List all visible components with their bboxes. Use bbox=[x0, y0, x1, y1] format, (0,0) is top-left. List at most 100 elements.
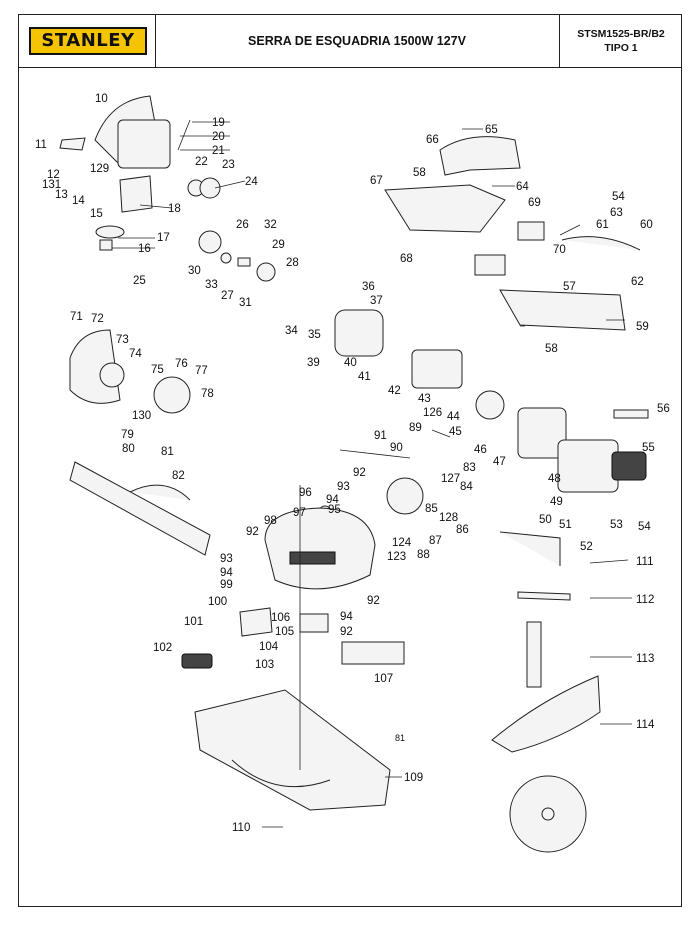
gear-housing-39 bbox=[334, 309, 384, 357]
label-12: 12 bbox=[47, 169, 60, 181]
spindle-gear bbox=[198, 230, 222, 254]
lock-group bbox=[181, 607, 405, 669]
label-73: 73 bbox=[116, 334, 129, 346]
label-78: 78 bbox=[201, 388, 214, 400]
label-112: 112 bbox=[636, 594, 654, 606]
label-111: 111 bbox=[636, 556, 653, 568]
label-126: 126 bbox=[423, 407, 442, 419]
label-113: 113 bbox=[636, 653, 654, 665]
dust-hose bbox=[119, 175, 153, 213]
label-18: 18 bbox=[168, 203, 181, 215]
brush-68 bbox=[474, 254, 506, 276]
label-92d: 92 bbox=[367, 595, 380, 607]
base-109 bbox=[194, 689, 391, 811]
label-70: 70 bbox=[553, 244, 566, 256]
label-74: 74 bbox=[129, 348, 142, 360]
label-25: 25 bbox=[133, 275, 146, 287]
label-54b: 54 bbox=[638, 521, 651, 533]
label-81: 81 bbox=[161, 446, 174, 458]
label-77: 77 bbox=[195, 365, 208, 377]
label-81b: 81 bbox=[395, 733, 405, 743]
clamp-113 bbox=[526, 621, 542, 688]
cord bbox=[561, 236, 641, 251]
stanley-logo: STANLEY bbox=[29, 27, 147, 55]
shaft-27 bbox=[237, 257, 251, 267]
label-61: 61 bbox=[596, 219, 609, 231]
armature-42 bbox=[411, 349, 463, 389]
fence-82 bbox=[69, 461, 211, 556]
label-84: 84 bbox=[460, 481, 473, 493]
label-114: 114 bbox=[636, 719, 655, 731]
label-45: 45 bbox=[449, 426, 462, 438]
label-41: 41 bbox=[358, 371, 371, 383]
label-56 bbox=[613, 409, 649, 419]
label-93: 93 bbox=[337, 481, 350, 493]
handle-group bbox=[384, 136, 641, 331]
label-47: 47 bbox=[493, 456, 506, 468]
label-29: 29 bbox=[272, 239, 285, 251]
model-type: TIPO 1 bbox=[604, 42, 638, 54]
label-10: 10 bbox=[95, 93, 108, 105]
label-33: 33 bbox=[205, 279, 218, 291]
label-62: 62 bbox=[631, 276, 644, 288]
label-36: 36 bbox=[362, 281, 375, 293]
label-27: 27 bbox=[221, 290, 234, 302]
label-52: 52 bbox=[580, 541, 593, 553]
label-107: 107 bbox=[374, 673, 393, 685]
label-55: 55 bbox=[642, 442, 655, 454]
motor-group bbox=[334, 309, 649, 493]
label-13: 13 bbox=[55, 189, 68, 201]
label-71: 71 bbox=[70, 311, 83, 323]
plate-100 bbox=[239, 607, 273, 637]
flange-23 bbox=[199, 177, 221, 199]
label-24: 24 bbox=[245, 176, 258, 188]
baffle-44 bbox=[475, 390, 505, 420]
label-40: 40 bbox=[344, 357, 357, 369]
hose-adapter bbox=[99, 239, 113, 251]
label-110: 110 bbox=[232, 822, 250, 834]
label-56: 56 bbox=[657, 403, 670, 415]
blade-hub bbox=[541, 807, 555, 821]
label-104: 104 bbox=[259, 641, 279, 653]
label-124: 124 bbox=[392, 537, 412, 549]
label-64: 64 bbox=[516, 181, 529, 193]
label-63: 63 bbox=[610, 207, 623, 219]
label-94c: 94 bbox=[340, 611, 353, 623]
label-20: 20 bbox=[212, 131, 225, 143]
bearing-30 bbox=[220, 252, 232, 264]
label-95: 95 bbox=[328, 504, 341, 516]
label-19: 19 bbox=[212, 117, 225, 129]
label-59: 59 bbox=[636, 321, 649, 333]
switch-69 bbox=[517, 221, 545, 241]
label-102: 102 bbox=[153, 642, 172, 654]
label-97: 97 bbox=[293, 507, 306, 519]
label-16: 16 bbox=[138, 243, 151, 255]
accessory-group bbox=[491, 531, 601, 853]
label-93b: 93 bbox=[220, 553, 233, 565]
label-123: 123 bbox=[387, 551, 406, 563]
label-42: 42 bbox=[388, 385, 401, 397]
label-32: 32 bbox=[264, 219, 277, 231]
label-58b: 58 bbox=[545, 343, 558, 355]
base-group bbox=[194, 485, 391, 811]
turntable-98 bbox=[264, 507, 376, 590]
leader-lines bbox=[112, 121, 632, 828]
label-46: 46 bbox=[474, 444, 487, 456]
label-92: 92 bbox=[353, 467, 366, 479]
model-block: STSM1525-BR/B2 TIPO 1 bbox=[559, 15, 683, 67]
label-83: 83 bbox=[463, 462, 476, 474]
label-48: 48 bbox=[548, 473, 561, 485]
label-94b: 94 bbox=[220, 567, 233, 579]
label-51: 51 bbox=[559, 519, 572, 531]
upper-guard-group bbox=[59, 95, 221, 251]
label-87: 87 bbox=[429, 535, 442, 547]
label-28: 28 bbox=[286, 257, 299, 269]
label-129: 129 bbox=[90, 163, 109, 175]
label-105: 105 bbox=[275, 626, 294, 638]
label-94: 94 bbox=[326, 494, 339, 506]
label-109: 109 bbox=[404, 772, 423, 784]
label-60: 60 bbox=[640, 219, 653, 231]
label-35: 35 bbox=[308, 329, 321, 341]
handle-top bbox=[439, 136, 521, 176]
